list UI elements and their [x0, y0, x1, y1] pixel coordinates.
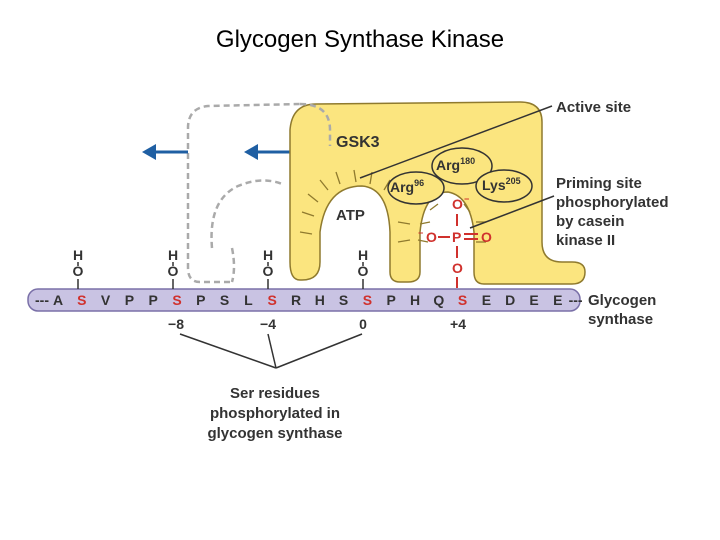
sequence-residue: L	[244, 292, 253, 308]
hydroxyl-group: HO	[168, 247, 179, 289]
phosphate-o-top-charge: −	[464, 194, 469, 204]
active-site-leader	[359, 105, 553, 179]
hydroxyl-h: H	[73, 247, 83, 263]
hydroxyl-group: HO	[263, 247, 274, 289]
sequence-residue: H	[410, 292, 420, 308]
ghost-outline-inner	[210, 179, 283, 249]
phosphate-o-left-charge: −	[418, 228, 423, 238]
hydroxyl-o: O	[358, 263, 369, 279]
atp-label: ATP	[336, 207, 365, 224]
position-number: −4	[260, 316, 276, 332]
position-number: +4	[450, 316, 466, 332]
lys205-pocket	[475, 169, 533, 203]
page-title: Glycogen Synthase Kinase	[215, 26, 505, 53]
sequence-residue: H	[315, 292, 325, 308]
arg96-label: Arg96	[390, 178, 424, 195]
lys205-label: Lys205	[482, 176, 521, 193]
arg180-label: Arg180	[436, 156, 475, 173]
movement-arrow-right	[244, 144, 290, 160]
svg-text:glycogen synthase: glycogen synthase	[207, 425, 342, 442]
ser-residues-label: Ser residues phosphorylated in glycogen …	[207, 385, 342, 442]
hydroxyl-h: H	[358, 247, 368, 263]
ghost-outline-outer	[186, 102, 301, 284]
sequence-residue: E	[553, 292, 562, 308]
glycogen-synthase-sequence-bar	[27, 288, 581, 312]
hydroxyl-o: O	[168, 263, 179, 279]
hydroxyl-h: H	[168, 247, 178, 263]
hydroxyl-o: O	[263, 263, 274, 279]
sequence-residue: P	[125, 292, 134, 308]
priming-site-label: Priming site phosphorylated by casein ki…	[556, 175, 669, 249]
ser-residue: S	[363, 292, 372, 308]
sequence-residue: S	[220, 292, 229, 308]
svg-text:phosphorylated in: phosphorylated in	[210, 405, 340, 422]
sequence-residue: A	[53, 292, 63, 308]
hydroxyl-group: HO	[73, 247, 84, 289]
sequence-residue: D	[505, 292, 515, 308]
ser-residue: S	[458, 292, 467, 308]
phosphate-o-bottom: O	[452, 260, 463, 276]
active-site-label: Active site	[556, 99, 631, 116]
priming-site-leader	[469, 195, 555, 229]
svg-text:Glycogen: Glycogen	[588, 292, 656, 309]
sequence-residue: P	[149, 292, 158, 308]
sequence-residue: P	[196, 292, 205, 308]
ser-residue: S	[268, 292, 277, 308]
sequence-residue: P	[387, 292, 396, 308]
ser-residue: S	[77, 292, 86, 308]
phosphate-o-right: O	[481, 229, 492, 245]
sequence-right-dashes: ---	[569, 292, 583, 308]
position-number: 0	[359, 316, 367, 332]
sequence-left-dashes: ---	[35, 292, 49, 308]
svg-text:kinase II: kinase II	[556, 232, 615, 249]
sequence-residue: Q	[433, 292, 444, 308]
sequence-residue: E	[529, 292, 538, 308]
phosphate-o-left: O	[426, 229, 437, 245]
svg-text:phosphorylated: phosphorylated	[556, 194, 669, 211]
sequence-residue: S	[339, 292, 348, 308]
glycogen-synthase-label: Glycogen synthase	[588, 292, 656, 328]
hydroxyl-group: HO	[358, 247, 369, 289]
hydroxyl-o: O	[73, 263, 84, 279]
sequence-residue: R	[291, 292, 301, 308]
ser-residue-pointers	[179, 333, 363, 369]
phosphate-o-top: O	[452, 196, 463, 212]
arg180-pocket	[431, 147, 493, 185]
sequence-residue: V	[101, 292, 111, 308]
svg-text:Ser residues: Ser residues	[230, 385, 320, 402]
sequence-residue: E	[482, 292, 491, 308]
svg-text:Priming site: Priming site	[556, 175, 642, 192]
hydroxyl-h: H	[263, 247, 273, 263]
svg-text:by casein: by casein	[556, 213, 624, 230]
position-numbers: −8 −4 0 +4	[168, 316, 466, 332]
phosphate-p: P	[452, 229, 461, 245]
svg-text:synthase: synthase	[588, 311, 653, 328]
ghost-outline-tail	[230, 247, 236, 283]
arg96-pocket	[387, 171, 445, 205]
phosphate-group: O − − O P O O	[418, 194, 492, 288]
ser-residue: S	[172, 292, 181, 308]
movement-arrow-left	[142, 144, 188, 160]
ghost-outline-top	[299, 102, 332, 146]
gsk3-label: GSK3	[336, 134, 380, 151]
position-number: −8	[168, 316, 184, 332]
